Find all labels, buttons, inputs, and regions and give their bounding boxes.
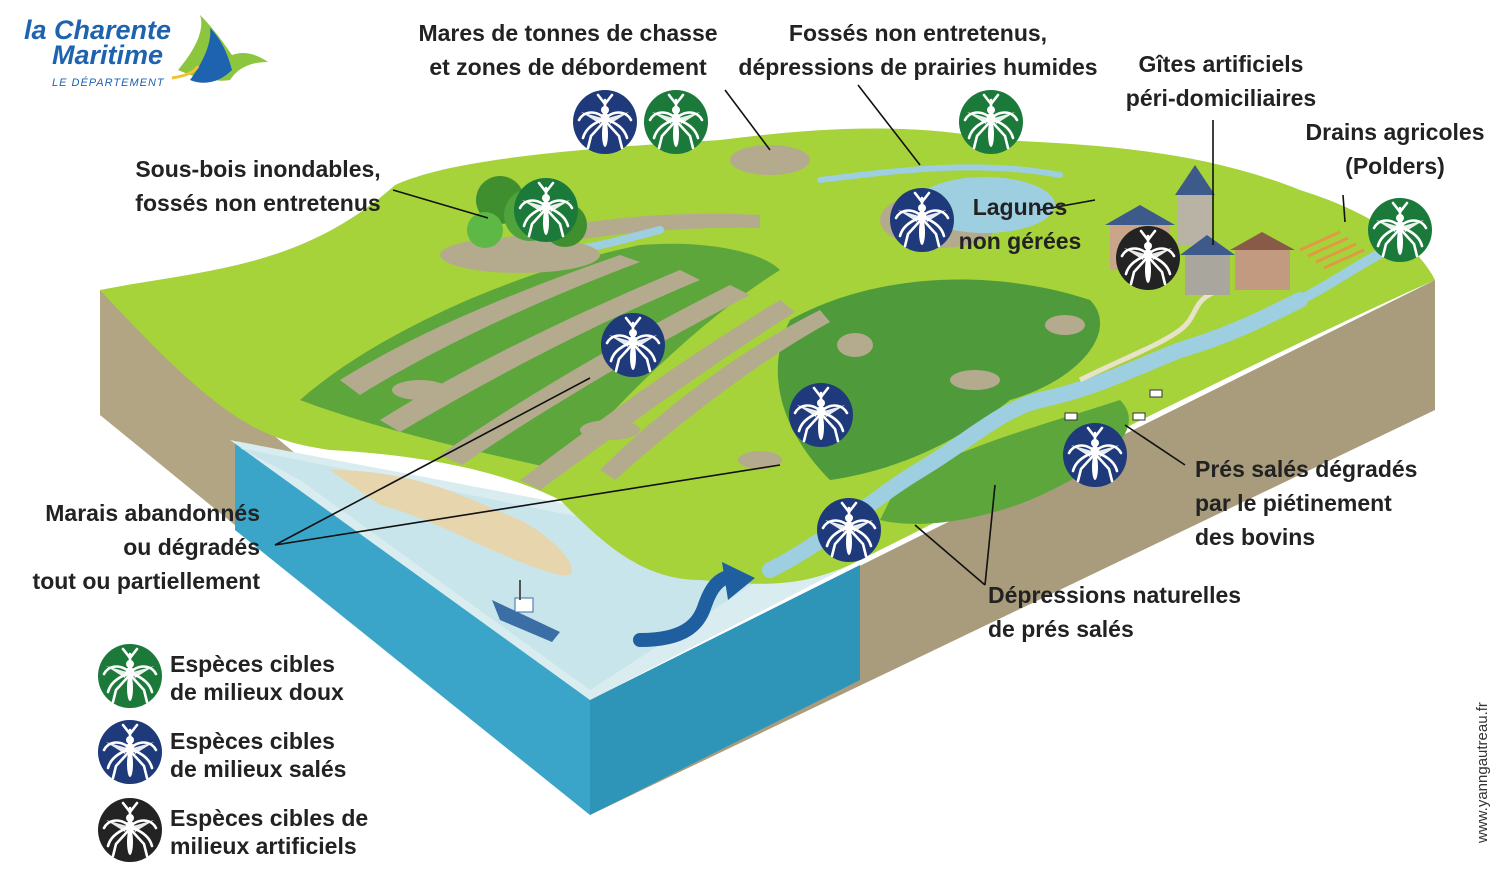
block-front-water — [590, 565, 860, 815]
road — [1078, 287, 1221, 383]
logo: la Charente Maritime — [24, 15, 172, 70]
label-fosses-prairies: Fossés non entretenus,dépressions de pra… — [738, 20, 1098, 80]
label-drains: Drains agricoles(Polders) — [1305, 119, 1485, 179]
legend-mosquito-sales-icon — [96, 718, 164, 786]
mosquito-icon — [957, 88, 1025, 156]
polder-drains — [1299, 230, 1365, 270]
mosquito-icon — [787, 381, 855, 449]
mosquito-icon — [642, 88, 710, 156]
mosquito-icon — [1366, 196, 1434, 264]
logo-line-2: Maritime — [52, 40, 164, 70]
cows — [1064, 389, 1163, 421]
boat-icon — [492, 580, 560, 642]
marsh-dark-center — [777, 279, 1101, 480]
credit-text: www.yanngautreau.fr — [1474, 702, 1491, 843]
mosquito-icon — [888, 186, 956, 254]
mosquito-icon — [599, 311, 667, 379]
block-sea-side — [235, 440, 590, 815]
logo-subtitle: LE DÉPARTEMENT — [52, 77, 165, 89]
legend-mosquito-artificiels-icon — [96, 796, 164, 864]
pointer-lines — [274, 84, 1346, 586]
label-sous-bois: Sous-bois inondables,fossés non entreten… — [135, 156, 381, 216]
marsh-lower-strip — [880, 400, 1129, 524]
mosquito-icon — [571, 88, 639, 156]
mosquito-icon — [1061, 421, 1129, 489]
legend-mosquito-doux-icon — [96, 642, 164, 710]
sea-water — [240, 448, 790, 690]
current-arrow-icon — [633, 562, 755, 647]
mosquito-icon — [815, 496, 883, 564]
beach — [330, 470, 573, 576]
logo-line-1: la Charente — [24, 15, 172, 45]
mosquito-icon — [512, 176, 580, 244]
mud-channels — [340, 213, 830, 490]
bird-logo-icon — [171, 15, 268, 83]
mosquito-icon — [1114, 224, 1182, 292]
